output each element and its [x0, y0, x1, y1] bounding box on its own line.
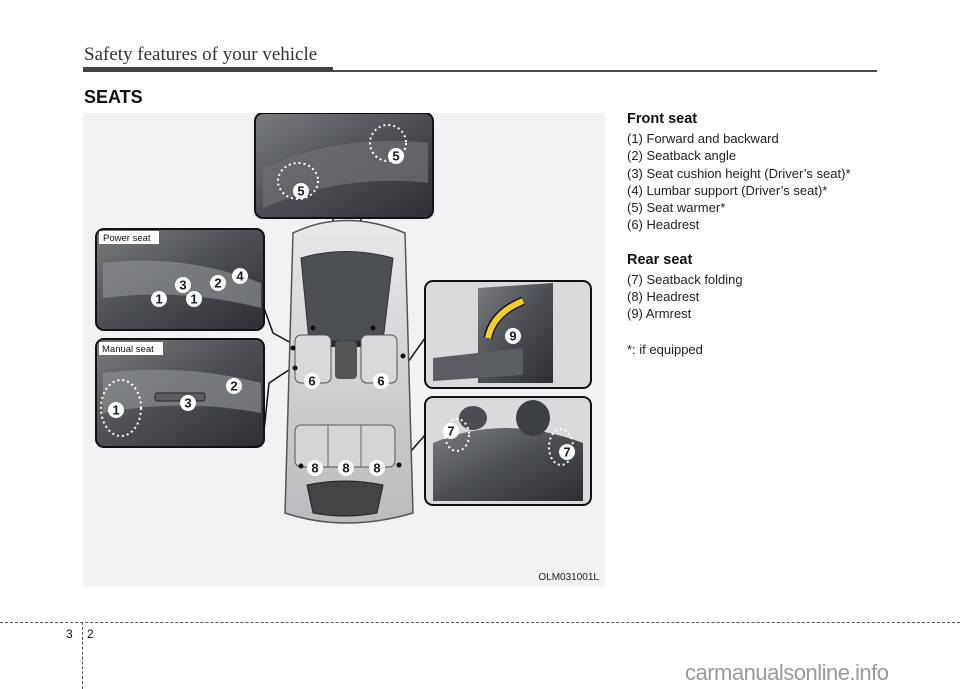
page-number: 2	[87, 627, 94, 641]
front-seat-item: (2) Seatback angle	[627, 148, 737, 164]
callout-number: 3	[184, 396, 191, 411]
armrest-arrow	[485, 298, 525, 339]
callout-front-headrest-6: 6	[304, 373, 320, 389]
seat-warmer-inset	[254, 113, 434, 219]
callout-number: 5	[297, 184, 304, 199]
rear-seat-item: (7) Seatback folding	[627, 271, 743, 287]
callout-number: 1	[190, 292, 197, 307]
callout-circle	[232, 268, 248, 284]
callout-circle	[559, 444, 575, 460]
power-seat-label: Power seat	[103, 233, 151, 244]
callout-armrest-9: 9	[505, 328, 521, 344]
callout-circle	[293, 183, 309, 199]
callout-circle	[210, 275, 226, 291]
callout-circle	[338, 460, 354, 476]
seat-legend: Front seat (1) Forward and backward (2) …	[627, 111, 927, 357]
callout-number: 6	[377, 374, 384, 389]
footer-divider	[82, 622, 83, 689]
callout-power-seat-1: 1	[151, 291, 167, 307]
car-top-view	[284, 219, 414, 524]
manual-seat-inset: Manual seat	[95, 338, 265, 448]
callout-circle	[108, 402, 124, 418]
callout-power-seat-1: 1	[186, 291, 202, 307]
footer-rule	[0, 622, 960, 623]
rear-seat-title: Rear seat	[627, 251, 693, 268]
front-seat-item: (4) Lumbar support (Driver’s seat)*	[627, 182, 828, 198]
callout-number: 4	[236, 269, 244, 284]
front-seat-item: (5) Seat warmer*	[627, 200, 726, 216]
callout-number: 8	[311, 461, 318, 476]
callout-power-seat-2: 2	[210, 275, 226, 291]
page-header-title: Safety features of your vehicle	[84, 44, 318, 65]
callout-circle	[226, 378, 242, 394]
callout-power-seat-4: 4	[232, 268, 248, 284]
section-title: SEATS	[84, 87, 143, 107]
callout-number: 2	[214, 276, 221, 291]
rear-seat-item: (9) Armrest	[627, 306, 692, 322]
callout-seat-warmer-5: 5	[388, 148, 404, 164]
callout-number: 7	[447, 424, 454, 439]
callout-circle	[175, 277, 191, 293]
callout-circle	[180, 395, 196, 411]
rear-seat-item: (8) Headrest	[627, 289, 700, 305]
callout-circle	[304, 373, 320, 389]
callout-circle	[443, 423, 459, 439]
seats-diagram: Power seat Manual seat	[95, 113, 592, 524]
callout-circle	[373, 373, 389, 389]
header-rule-thin	[333, 70, 877, 72]
callout-number: 2	[230, 379, 237, 394]
front-seat-item: (6) Headrest	[627, 217, 700, 233]
callout-circle	[151, 291, 167, 307]
callout-circle	[388, 148, 404, 164]
callout-number: 7	[563, 445, 570, 460]
callout-number: 1	[112, 403, 119, 418]
callout-circle	[369, 460, 385, 476]
front-seat-item: (1) Forward and backward	[627, 131, 779, 146]
seatback-folding-inset	[424, 396, 592, 506]
front-seat-title: Front seat	[627, 111, 698, 127]
header-rule-thick	[83, 67, 333, 72]
callout-seat-warmer-5: 5	[293, 183, 309, 199]
callout-number: 6	[308, 374, 315, 389]
callout-rear-headrest-8: 8	[369, 460, 385, 476]
callout-manual-seat-2: 2	[226, 378, 242, 394]
callout-number: 5	[392, 149, 399, 164]
callout-manual-seat-3: 3	[180, 395, 196, 411]
callout-front-headrest-6: 6	[373, 373, 389, 389]
callout-circle	[505, 328, 521, 344]
chapter-number: 3	[66, 627, 73, 641]
callout-number: 3	[179, 278, 186, 293]
figure-code: OLM031001L	[538, 572, 599, 583]
callout-manual-seat-1: 1	[108, 402, 124, 418]
manual-seat-label: Manual seat	[102, 344, 154, 355]
callout-seatback-folding-7: 7	[559, 444, 575, 460]
callout-rear-headrest-8: 8	[338, 460, 354, 476]
callout-number: 8	[373, 461, 380, 476]
callout-seatback-folding-7: 7	[443, 423, 459, 439]
callout-number: 1	[155, 292, 162, 307]
watermark: carmanualsonline.info	[685, 660, 889, 685]
callout-number: 9	[509, 329, 516, 344]
footnote: *: if equipped	[627, 341, 703, 357]
callout-circle	[186, 291, 202, 307]
callout-rear-headrest-8: 8	[307, 460, 323, 476]
front-seat-item: (3) Seat cushion height (Driver’s seat)*	[627, 165, 851, 181]
callout-number: 8	[342, 461, 349, 476]
seats-illustration: Power seat Manual seat	[83, 113, 605, 587]
callout-circle	[307, 460, 323, 476]
callout-power-seat-3: 3	[175, 277, 191, 293]
